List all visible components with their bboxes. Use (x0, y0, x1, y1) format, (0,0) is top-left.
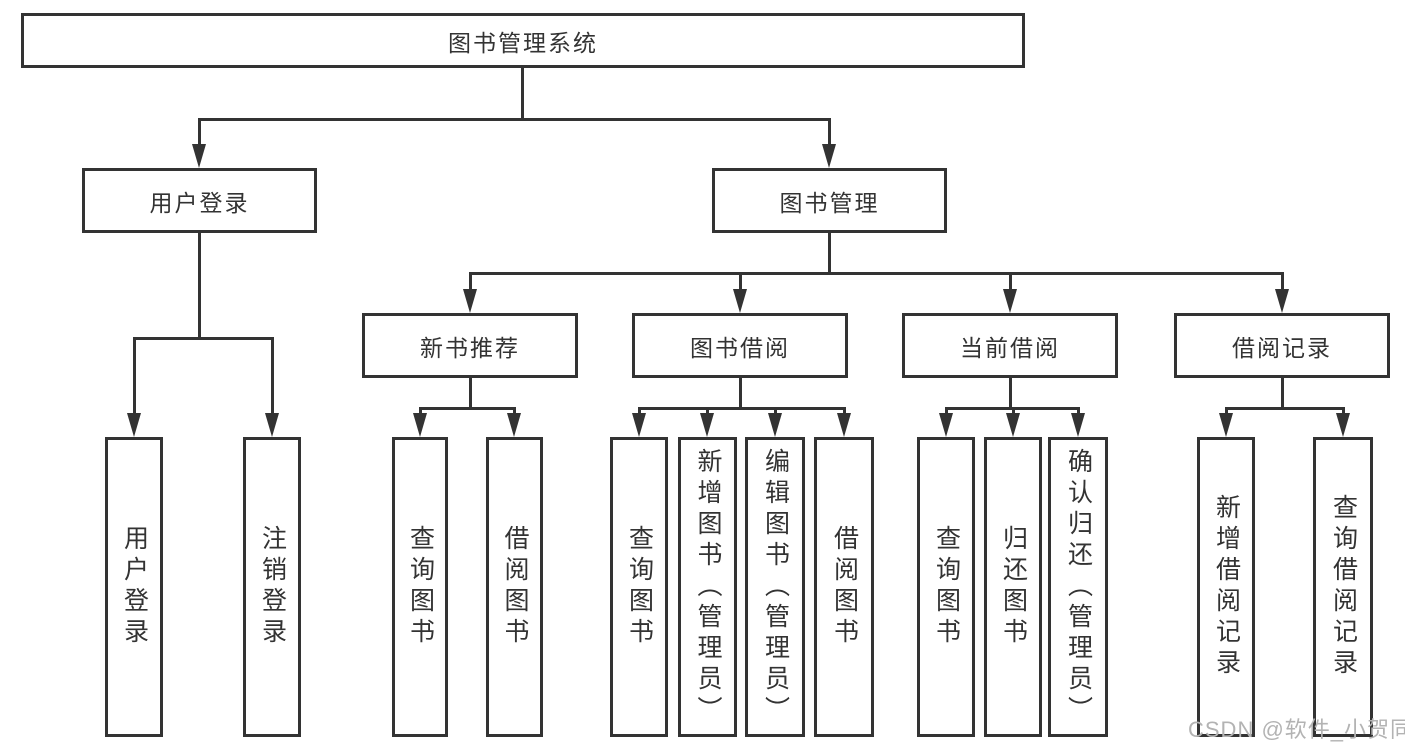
connector-line (1008, 272, 1012, 291)
leaf-query-book-1: 查询图书 (392, 437, 448, 737)
leaf-label: 注销登录 (258, 525, 287, 649)
arrowhead-down-icon (822, 144, 836, 168)
connector-line (520, 68, 524, 118)
arrowhead-down-icon (127, 413, 141, 437)
arrowhead-down-icon (1275, 289, 1289, 313)
connector-line (270, 337, 274, 415)
connector-line (637, 407, 846, 410)
node-new-book-recommend: 新书推荐 (362, 313, 578, 378)
node-current-borrow: 当前借阅 (902, 313, 1118, 378)
connector-line (197, 118, 201, 147)
leaf-label: 新增借阅记录 (1212, 494, 1241, 680)
leaf-borrow-book-2: 借阅图书 (814, 437, 874, 737)
leaf-label: 归还图书 (999, 525, 1028, 649)
connector-line (468, 378, 472, 409)
arrowhead-down-icon (1336, 413, 1350, 437)
connector-line (468, 272, 1284, 275)
connector-line (637, 407, 641, 415)
connector-line (705, 407, 709, 415)
connector-line (1008, 378, 1012, 409)
leaf-logout: 注销登录 (243, 437, 301, 737)
leaf-label: 确认归还（管理员） (1064, 447, 1093, 727)
arrowhead-down-icon (265, 413, 279, 437)
node-borrow-record: 借阅记录 (1174, 313, 1390, 378)
arrowhead-down-icon (632, 413, 646, 437)
connector-line (1224, 407, 1228, 415)
connector-line (418, 407, 516, 410)
arrowhead-down-icon (192, 144, 206, 168)
csdn-watermark: CSDN @软件_小贺同学 (1188, 717, 1405, 742)
leaf-edit-book-admin: 编辑图书（管理员） (745, 437, 805, 737)
arrowhead-down-icon (768, 413, 782, 437)
leaf-label: 查询图书 (406, 525, 435, 649)
arrowhead-down-icon (733, 289, 747, 313)
leaf-label: 用户登录 (120, 525, 149, 649)
connector-line (1224, 407, 1345, 410)
connector-line (468, 272, 472, 291)
arrowhead-down-icon (1219, 413, 1233, 437)
arrowhead-down-icon (837, 413, 851, 437)
connector-line (738, 272, 742, 291)
connector-line (827, 118, 831, 147)
leaf-user-login: 用户登录 (105, 437, 163, 737)
leaf-label: 查询图书 (932, 525, 961, 649)
connector-line (738, 378, 742, 409)
connector-line (827, 233, 831, 274)
node-book-management: 图书管理 (712, 168, 947, 233)
leaf-borrow-book-1: 借阅图书 (486, 437, 543, 737)
leaf-confirm-return-admin: 确认归还（管理员） (1048, 437, 1108, 737)
connector-line (132, 337, 274, 340)
arrowhead-down-icon (1006, 413, 1020, 437)
leaf-label: 新增图书（管理员） (694, 447, 722, 727)
connector-line (418, 407, 422, 415)
node-book-borrow: 图书借阅 (632, 313, 848, 378)
arrowhead-down-icon (700, 413, 714, 437)
leaf-query-book-3: 查询图书 (917, 437, 975, 737)
leaf-label: 编辑图书（管理员） (761, 447, 790, 727)
node-user-login: 用户登录 (82, 168, 317, 233)
connector-line (842, 407, 846, 415)
leaf-label: 查询图书 (625, 525, 654, 649)
leaf-add-borrow-record: 新增借阅记录 (1197, 437, 1255, 737)
arrowhead-down-icon (1071, 413, 1085, 437)
connector-line (132, 337, 136, 415)
arrowhead-down-icon (1003, 289, 1017, 313)
leaf-label: 借阅图书 (830, 525, 859, 649)
connector-line (773, 407, 777, 415)
leaf-label: 借阅图书 (501, 525, 529, 649)
arrowhead-down-icon (413, 413, 427, 437)
leaf-query-borrow-record: 查询借阅记录 (1313, 437, 1373, 737)
connector-line (1341, 407, 1345, 415)
leaf-query-book-2: 查询图书 (610, 437, 668, 737)
leaf-add-book-admin: 新增图书（管理员） (678, 437, 737, 737)
arrowhead-down-icon (463, 289, 477, 313)
connector-line (1011, 407, 1015, 415)
arrowhead-down-icon (507, 413, 521, 437)
leaf-label: 查询借阅记录 (1329, 494, 1358, 680)
connector-line (197, 118, 831, 121)
arrowhead-down-icon (939, 413, 953, 437)
connector-line (512, 407, 516, 415)
node-root: 图书管理系统 (21, 13, 1025, 68)
leaf-return-book: 归还图书 (984, 437, 1042, 737)
connector-line (944, 407, 948, 415)
connector-line (197, 233, 201, 337)
connector-line (1280, 272, 1284, 291)
connector-line (1280, 378, 1284, 409)
connector-line (1076, 407, 1080, 415)
